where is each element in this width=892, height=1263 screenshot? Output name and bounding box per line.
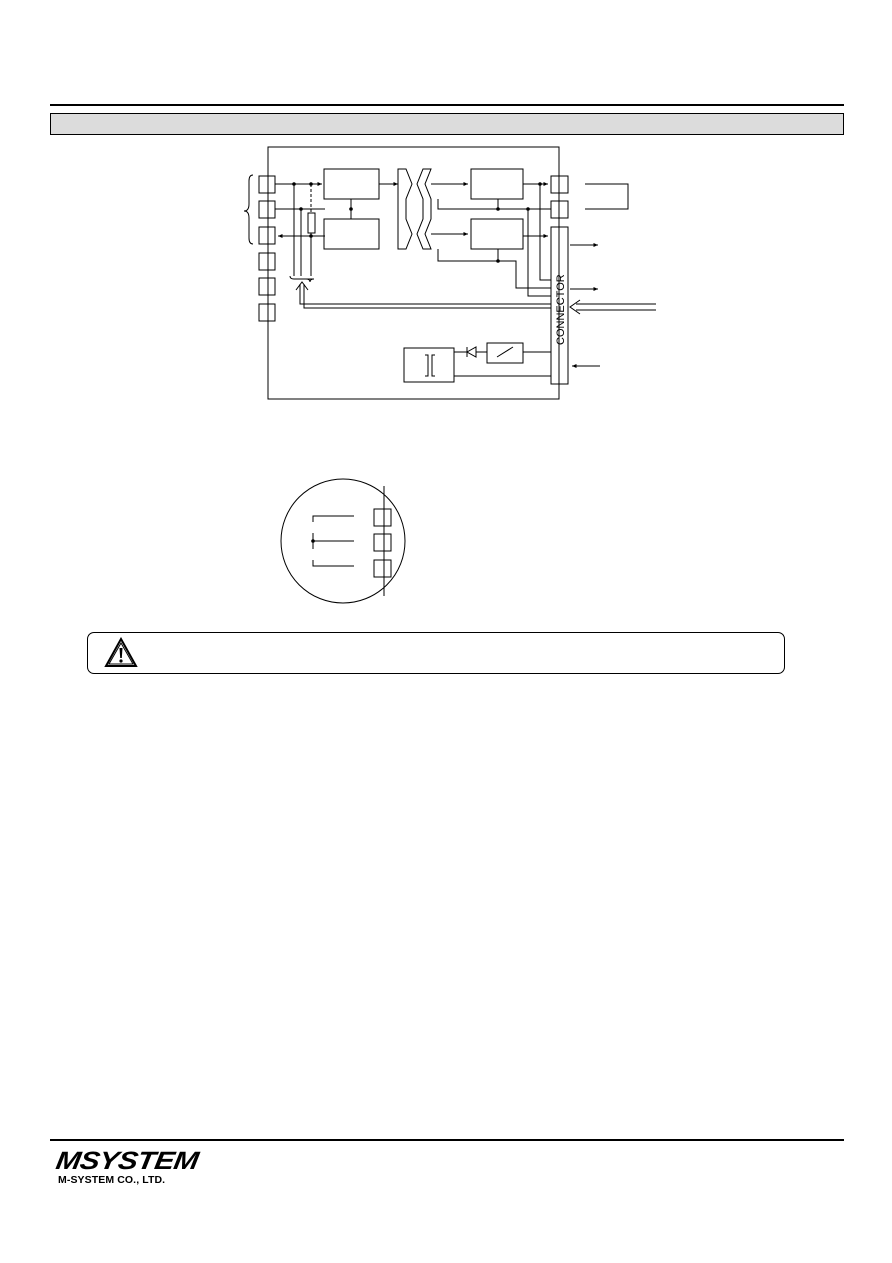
detail-terminal-b <box>373 533 392 552</box>
connector-label: CONNECTOR <box>555 274 567 345</box>
logo-mark: MSYSTEM <box>53 1147 201 1175</box>
output-terminal-2 <box>550 200 569 219</box>
shunt-resistor <box>307 212 316 234</box>
power-switch-box <box>486 342 524 364</box>
detail-terminal-a <box>373 508 392 527</box>
terminal-4 <box>258 252 276 271</box>
output-terminal-1 <box>550 175 569 194</box>
isolation-barrier <box>397 168 413 250</box>
header-rule <box>50 104 844 106</box>
terminal-3 <box>258 226 276 245</box>
caution-notice <box>87 632 785 674</box>
terminal-1 <box>258 175 276 194</box>
input-bracket <box>243 174 254 245</box>
diode-symbol <box>465 346 477 358</box>
input-circuit-block <box>323 168 380 200</box>
connector-bar <box>550 226 569 385</box>
power-transformer-block <box>403 347 455 383</box>
company-name: M-SYSTEM CO., LTD. <box>58 1174 166 1186</box>
warning-triangle-icon <box>104 637 138 667</box>
footer-rule <box>50 1139 844 1141</box>
ground-bracket <box>289 275 315 283</box>
terminal-2 <box>258 200 276 219</box>
detail-terminal-c <box>373 559 392 578</box>
terminal-6 <box>258 303 276 322</box>
company-logo: MSYSTEM M-SYSTEM CO., LTD. <box>54 1147 200 1186</box>
section-title-bar <box>50 113 844 135</box>
module-outline <box>267 146 560 400</box>
excitation-block <box>323 218 380 250</box>
output-circuit-1 <box>470 168 524 200</box>
terminal-5 <box>258 277 276 296</box>
detail-view-circle <box>280 478 406 604</box>
block-diagram: CONNECTOR <box>243 146 656 604</box>
output-circuit-2 <box>470 218 524 250</box>
